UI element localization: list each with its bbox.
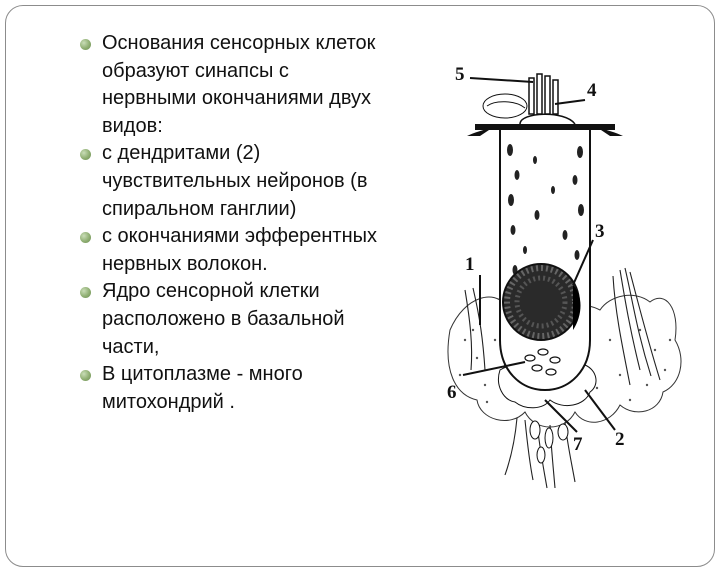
nerve-fibers [464,267,661,489]
bullet-item: В цитоплазме - много митохондрий . [78,361,378,416]
supporting-cell-top [482,93,528,119]
label-6: 6 [447,382,457,403]
label-4: 4 [587,80,597,101]
bullet-text: Ядро сенсорной клетки расположено в база… [102,280,345,358]
mitochondria [507,144,584,275]
stereocilia [519,73,576,125]
bullet-dot-icon [80,149,91,161]
label-7: 7 [573,434,583,455]
bullet-text: с окончаниями эфферентных нервных волоко… [102,225,377,275]
label-5: 5 [455,64,465,85]
bullet-dot-icon [80,39,91,50]
bullet-item: с дендритами (2) чувствительных нейронов… [78,140,378,223]
label-2: 2 [615,429,625,450]
hair-cell-illustration: 5 4 3 1 6 7 2 [425,40,715,500]
basal-granules [524,348,561,376]
bullet-item: Ядро сенсорной клетки расположено в база… [78,278,378,361]
bullet-item: с окончаниями эфферентных нервных волоко… [78,223,378,278]
bullet-dot-icon [80,287,91,299]
bullet-text: Основания сенсорных клеток образуют сина… [102,32,376,137]
bullet-dot-icon [80,232,91,244]
nucleus [502,263,581,341]
bullet-text: с дендритами (2) чувствительных нейронов… [102,142,368,220]
slide-frame [5,5,715,567]
bullet-list: Основания сенсорных клеток образуют сина… [78,30,378,416]
bullet-dot-icon [80,370,91,382]
bullet-item: Основания сенсорных клеток образуют сина… [78,30,378,140]
bullet-text: В цитоплазме - много митохондрий . [102,363,303,413]
label-1: 1 [465,254,475,275]
leader-lines [462,77,616,433]
label-3: 3 [595,221,605,242]
